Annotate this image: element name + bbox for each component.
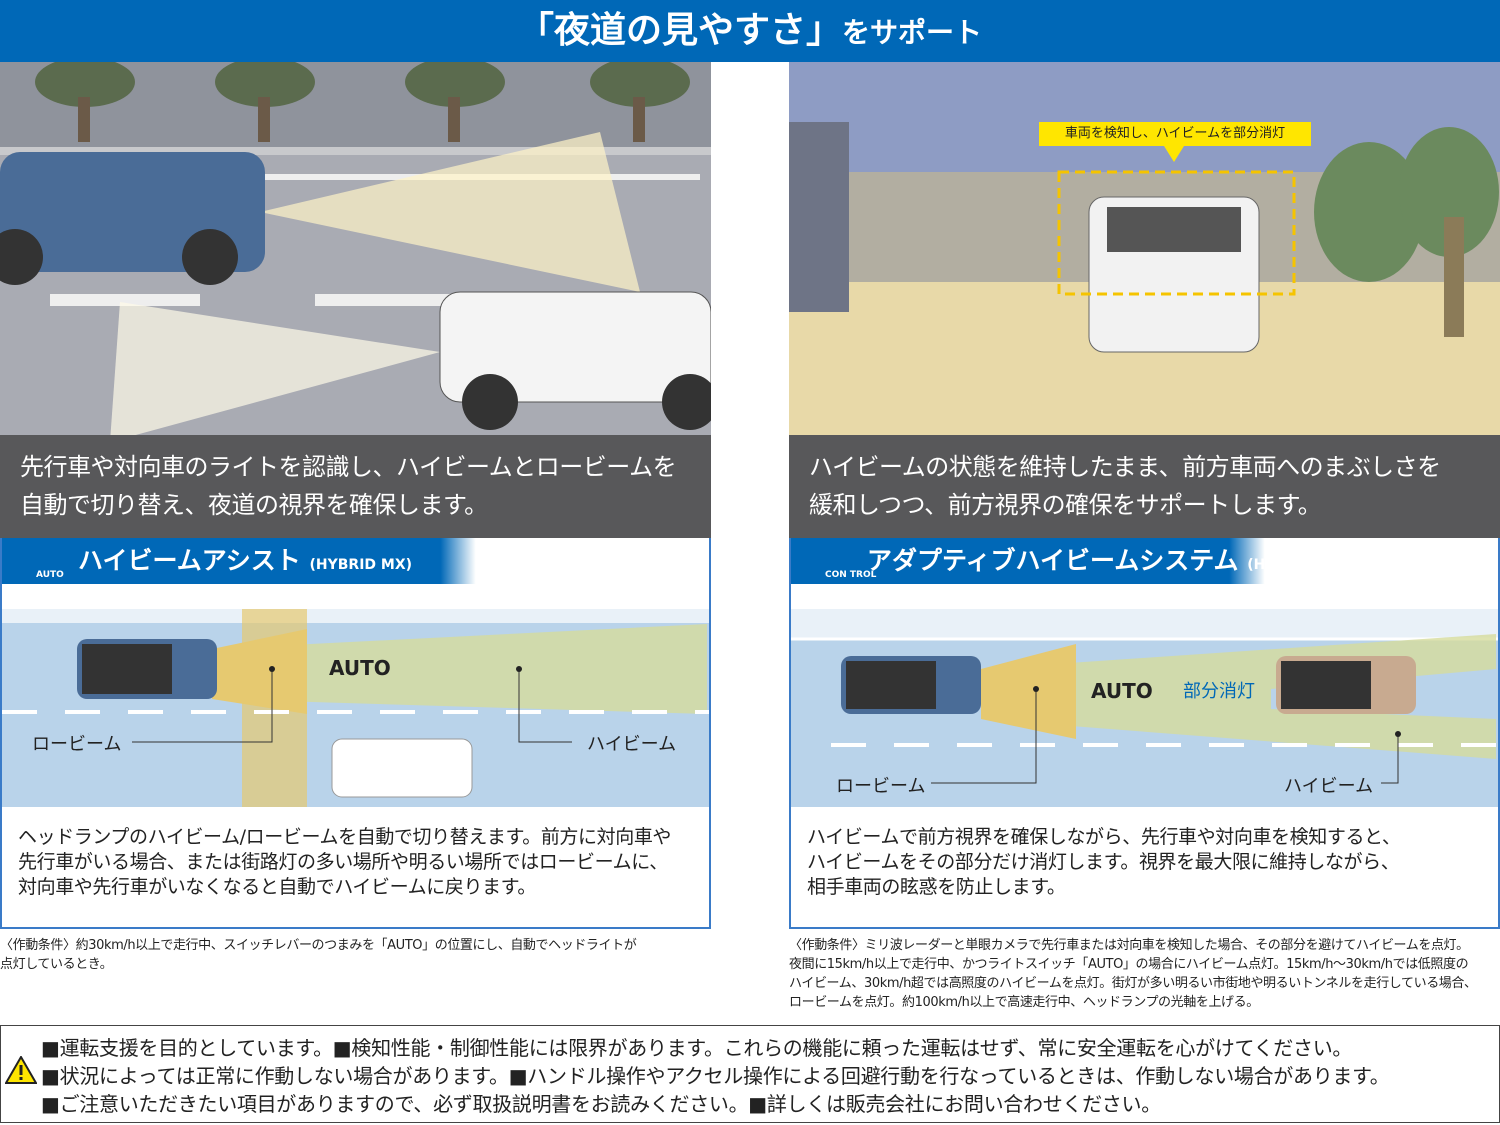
- beam-diagram: AUTO ロービーム ハイビーム: [2, 609, 709, 807]
- feature-title: ハイビームアシスト: [78, 546, 301, 575]
- page-header: 「夜道の見やすさ」をサポート: [0, 0, 1500, 62]
- caption: ハイビームの状態を維持したまま、前方車両へのまぶしさを緩和しつつ、前方視界の確保…: [789, 435, 1500, 538]
- model-label: (HYBRID MX): [309, 557, 413, 573]
- operating-conditions-note: 〈作動条件〉約30km/h以上で走行中、スイッチレバーのつまみを「AUTO」の位…: [0, 938, 637, 972]
- partial-off-label: 部分消灯: [1183, 681, 1255, 702]
- low-beam-label: ロービーム: [32, 734, 122, 755]
- auto-label: AUTO: [329, 656, 391, 680]
- feature-description: ハイビームで前方視界を確保しながら、先行車や対向車を検知すると、ハイビームをその…: [807, 826, 1401, 898]
- feature-description: ヘッドランプのハイビーム/ロービームを自動で切り替えます。前方に対向車や先行車が…: [18, 826, 672, 898]
- operating-conditions-note: 〈作動条件〉ミリ波レーダーと単眼カメラで先行車または対向車を検知した場合、その部…: [789, 938, 1477, 1010]
- high-beam-auto-icon: AUTO: [36, 570, 64, 580]
- high-beam-assist-panel: 先行車や対向車のライトを認識し、ハイビームとロービームを自動で切り替え、夜道の視…: [0, 62, 711, 929]
- night-road-illustration: [0, 62, 711, 435]
- feature-title: アダプティブハイビームシステム: [867, 546, 1239, 575]
- safety-warning-box: ■運転支援を目的としています。■検知性能・制御性能には限界があります。これらの機…: [0, 1025, 1500, 1123]
- low-beam-label: ロービーム: [836, 776, 926, 797]
- caption: 先行車や対向車のライトを認識し、ハイビームとロービームを自動で切り替え、夜道の視…: [0, 435, 711, 538]
- callout-label: 車両を検知し、ハイビームを部分消灯: [1064, 126, 1286, 141]
- high-beam-label: ハイビーム: [587, 734, 677, 755]
- warning-icon: [5, 1056, 37, 1084]
- beam-diagram: AUTO 部分消灯 ロービーム ハイビーム: [791, 609, 1498, 807]
- feature-box: AUTO ハイビームアシスト (HYBRID MX) AUTO ロービーム ハイ…: [0, 538, 711, 929]
- adaptive-high-beam-panel: 車両を検知し、ハイビームを部分消灯 ハイビームの状態を維持したまま、前方車両への…: [789, 62, 1500, 929]
- header-title: 「夜道の見やすさ」: [517, 10, 842, 51]
- feature-title-bar: CON TROL アダプティブハイビームシステム (HYBRID MZ): [791, 538, 1498, 584]
- auto-label: AUTO: [1091, 679, 1153, 703]
- high-beam-label: ハイビーム: [1284, 776, 1374, 797]
- feature-title-bar: AUTO ハイビームアシスト (HYBRID MX): [2, 538, 709, 584]
- model-label: (HYBRID MZ): [1247, 557, 1350, 573]
- feature-box: CON TROL アダプティブハイビームシステム (HYBRID MZ) AUT…: [789, 538, 1500, 929]
- oncoming-car-illustration: 車両を検知し、ハイビームを部分消灯: [789, 62, 1500, 435]
- header-subtitle: をサポート: [842, 16, 983, 49]
- adaptive-beam-control-icon: CON TROL: [825, 570, 877, 580]
